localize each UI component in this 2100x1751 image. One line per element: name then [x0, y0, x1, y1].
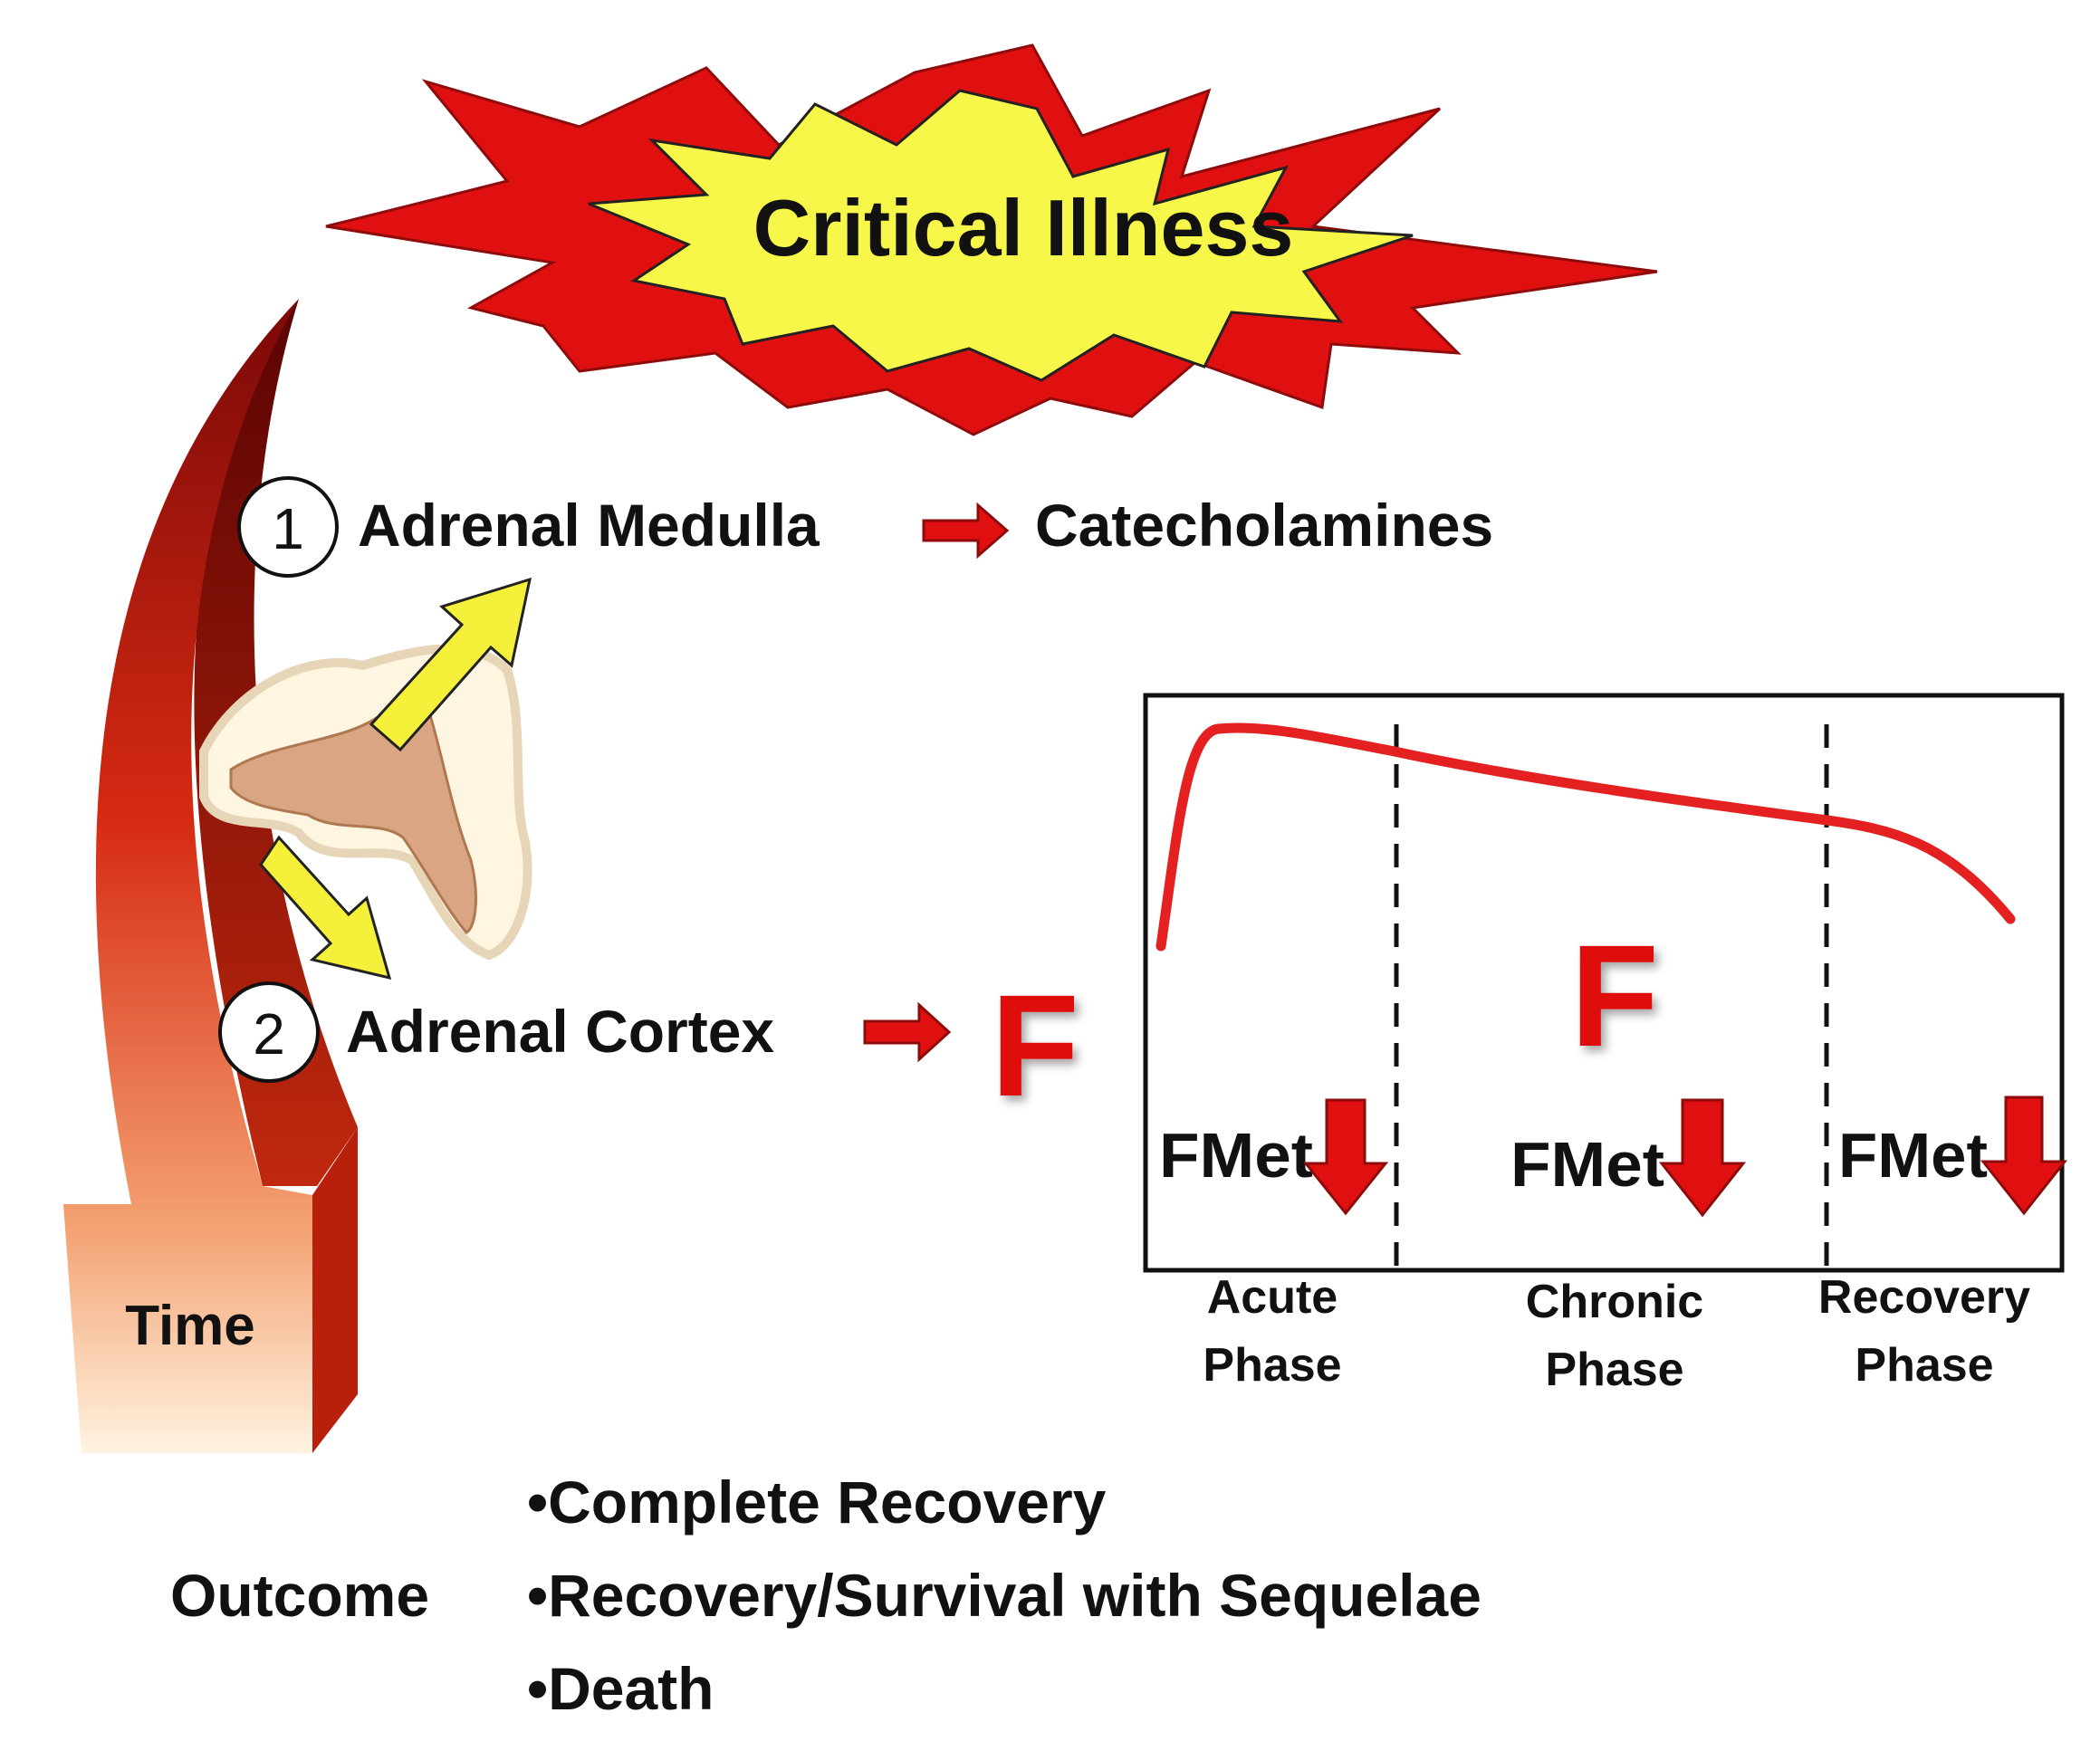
fmet-recovery-down-arrow [1980, 1096, 2068, 1216]
step-2-circle [218, 981, 320, 1083]
cortisol-f-label: F [991, 964, 1079, 1126]
time-arrow-body [63, 299, 312, 1453]
cortisol-curve [1155, 722, 2016, 952]
graph-frame [1143, 693, 2065, 1273]
step-2: 2 Adrenal Cortex F [218, 964, 1079, 1126]
outcome-section: Outcome •Complete Recovery •Recovery/Sur… [170, 1469, 1482, 1722]
phase-recovery-line2: Phase [1855, 1339, 1993, 1392]
yellow-arrow-up [369, 577, 532, 752]
outcome-item: •Death [527, 1655, 714, 1722]
critical-illness-title: Critical Illness [753, 183, 1294, 273]
step-1: 1 Adrenal Medulla Catecholamines [237, 476, 1493, 578]
time-arrow-side [194, 299, 358, 1186]
phase-chronic-line2: Phase [1545, 1344, 1683, 1396]
outcome-label: Outcome [170, 1562, 429, 1629]
outcome-item: •Recovery/Survival with Sequelae [527, 1562, 1482, 1629]
phase-acute-line2: Phase [1203, 1339, 1341, 1392]
time-label: Time [125, 1295, 255, 1357]
critical-illness-burst: Critical Illness [325, 43, 1658, 436]
adrenal-cortex-label: Adrenal Cortex [346, 998, 774, 1065]
outcome-item: •Complete Recovery [527, 1469, 1107, 1536]
graph-f-label: F [1570, 914, 1659, 1076]
fmet-recovery-label: FMet [1838, 1120, 1988, 1191]
yellow-arrow-down [259, 835, 392, 981]
fmet-chronic-down-arrow [1658, 1098, 1747, 1218]
catecholamines-label: Catecholamines [1035, 492, 1493, 559]
step-1-circle [237, 476, 339, 578]
medulla-arrow [922, 502, 1010, 560]
fmet-acute-down-arrow [1302, 1098, 1389, 1216]
phase-graph: F FMet FMet FMet Acute Phase Chronic Pha… [1143, 693, 2068, 1396]
phase-chronic-line1: Chronic [1526, 1276, 1703, 1328]
time-arrow: Time [63, 299, 358, 1453]
burst-front-shape [588, 89, 1414, 382]
step-2-number: 2 [253, 1001, 285, 1067]
fmet-chronic-label: FMet [1510, 1129, 1664, 1200]
adrenal-medulla-label: Adrenal Medulla [358, 492, 820, 559]
adrenal-gland-image [199, 644, 532, 961]
time-arrow-head-face [312, 1127, 358, 1453]
fmet-acute-label: FMet [1159, 1120, 1313, 1191]
phase-acute-line1: Acute [1207, 1271, 1338, 1324]
phase-recovery-line1: Recovery [1818, 1271, 2030, 1324]
step-1-number: 1 [272, 496, 304, 561]
cortex-arrow [863, 1001, 952, 1063]
